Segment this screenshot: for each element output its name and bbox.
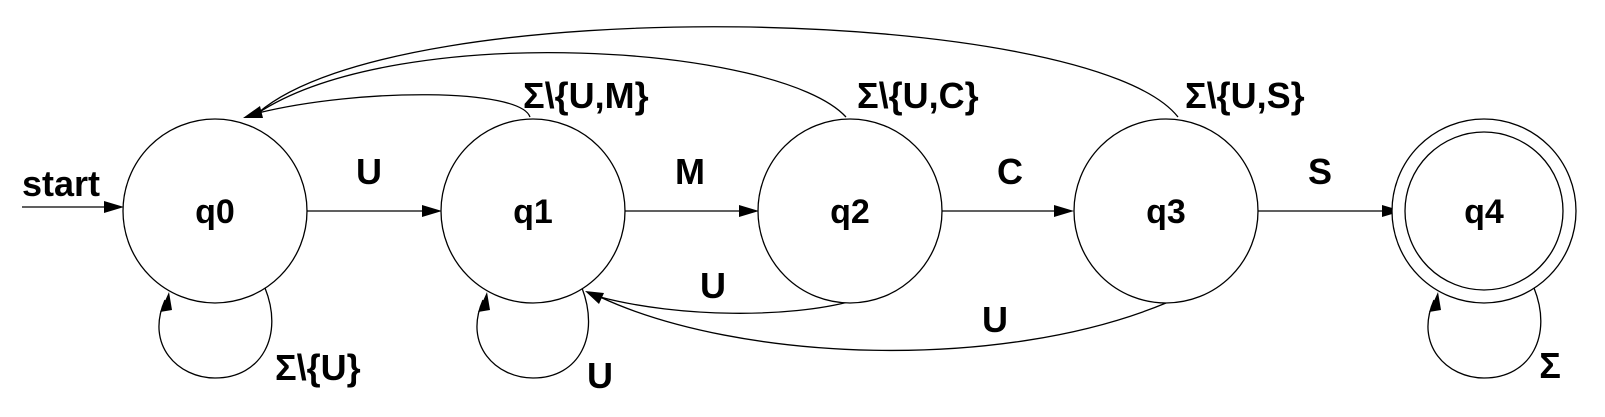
state-q1: q1 [440,118,626,304]
edge-q3-q1 [585,291,1167,352]
label-q3-q4: S [1308,151,1332,192]
state-label: q0 [195,193,235,231]
label-q3-q1: U [982,299,1008,340]
label-q2-q3: C [997,151,1023,192]
label-q2-q0: Σ\{U,C} [857,75,979,116]
edge-q2-q0 [257,52,847,118]
label-q2-q1: U [700,265,726,306]
edge-q3-q4 [1256,205,1402,217]
edge-q3-q0 [257,26,1179,118]
start-label: start [22,163,100,204]
self-loop-q0 [158,287,273,379]
label-q1-q2: M [675,151,705,192]
state-label: q2 [830,193,870,231]
state-q0: q0 [122,118,308,304]
label-self-loop-q0: Σ\{U} [275,347,361,388]
edge-q0-q1 [307,205,442,217]
edge-q2-q1 [599,296,853,314]
label-q1-q0: Σ\{U,M} [523,75,649,116]
state-label: q1 [513,193,553,231]
label-self-loop-q1: U [587,355,613,396]
label-q0-q1: U [356,151,382,192]
state-q4-accepting: q4 [1391,118,1577,304]
state-q3: q3 [1073,118,1259,304]
self-loop-q4 [1427,287,1542,379]
label-self-loop-q4: Σ [1539,345,1561,386]
state-label: q4 [1464,193,1504,231]
state-label: q3 [1146,193,1186,231]
label-q3-q0: Σ\{U,S} [1185,75,1305,116]
edge-q1-q0 [243,94,531,118]
start-arrow [22,201,124,213]
edge-q1-q2 [624,205,759,217]
self-loop-q1 [476,287,590,379]
state-q2: q2 [757,118,943,304]
edge-q2-q3 [940,205,1074,217]
